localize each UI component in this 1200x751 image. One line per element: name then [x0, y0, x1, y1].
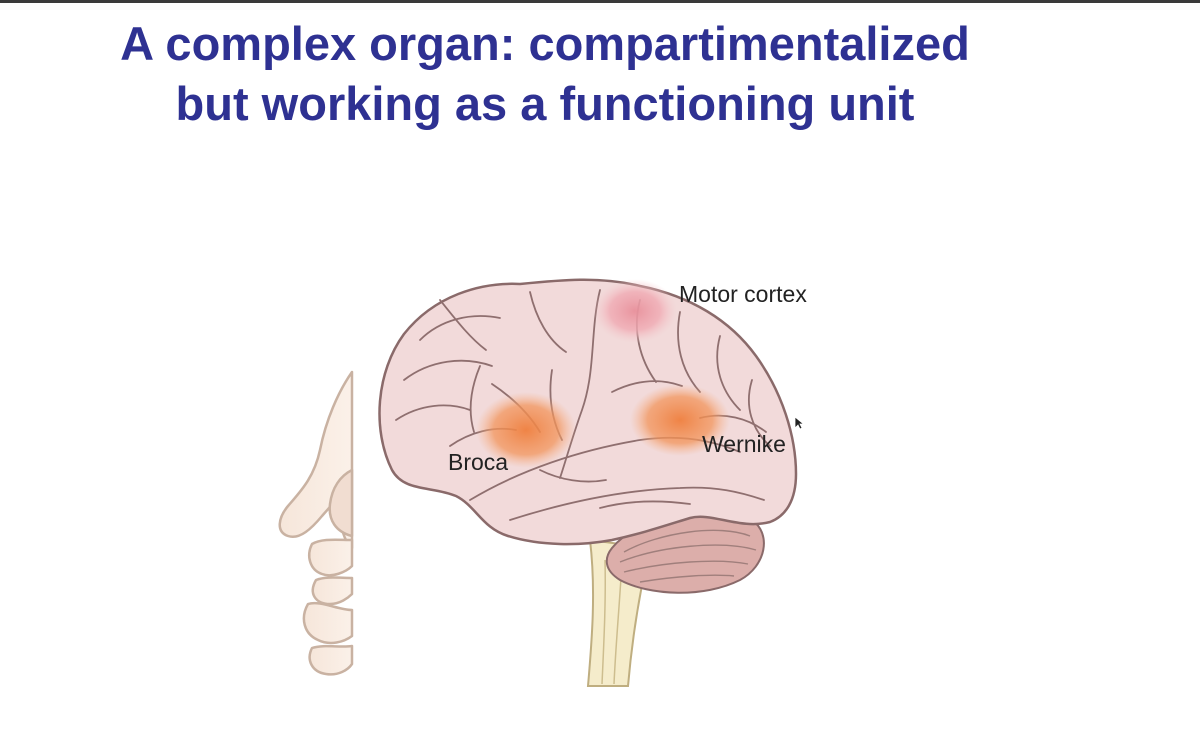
wernike-area [630, 384, 730, 456]
label-wernike: Wernike [702, 431, 786, 457]
title-line-2: but working as a functioning unit [175, 77, 915, 130]
cerebrum [378, 278, 798, 546]
label-broca: Broca [448, 449, 508, 475]
motor-cortex-area [593, 279, 677, 343]
slide-title: A complex organ: compartimentalized but … [0, 14, 1090, 134]
top-border [0, 0, 1200, 3]
skull-fragment [278, 370, 354, 676]
title-line-1: A complex organ: compartimentalized [120, 17, 970, 70]
label-motor-cortex: Motor cortex [679, 281, 807, 307]
broca-area [476, 392, 576, 468]
mouse-pointer-icon [794, 416, 804, 430]
